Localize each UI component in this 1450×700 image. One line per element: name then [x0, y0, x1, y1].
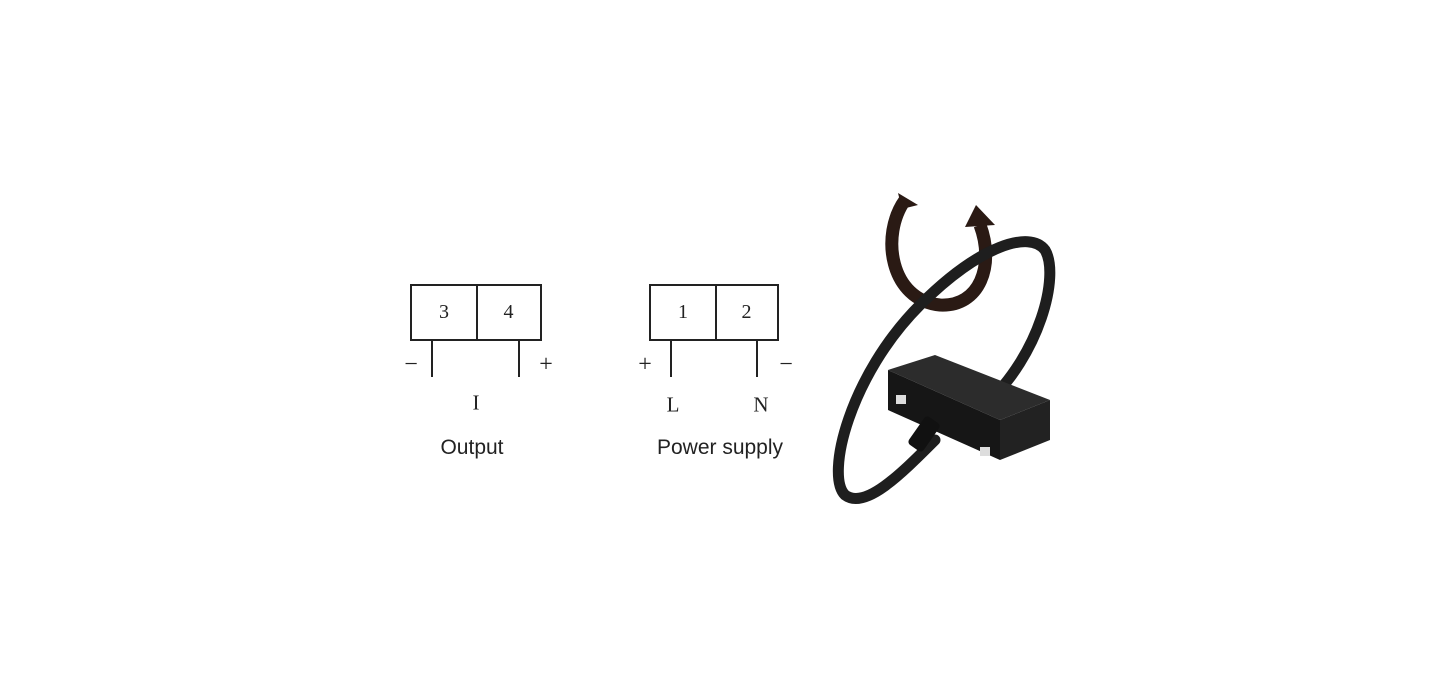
current-label: I — [472, 390, 480, 415]
minus-sign: − — [779, 351, 793, 378]
power-supply-caption: Power supply — [656, 436, 784, 459]
lead-positive — [518, 340, 520, 377]
neutral-label: N — [753, 392, 769, 417]
terminal-2: 2 — [741, 301, 752, 323]
connector-port — [980, 447, 990, 456]
minus-sign: − — [404, 351, 418, 378]
terminal-1: 1 — [651, 286, 717, 339]
plus-sign: + — [638, 351, 652, 378]
lead-neutral — [756, 340, 758, 377]
lead-line — [670, 340, 672, 377]
line-label: L — [666, 392, 680, 417]
output-terminal-block: 3 4 — [410, 284, 542, 341]
output-caption: Output — [440, 436, 504, 459]
sensor-cable-loop — [832, 236, 1056, 505]
rotation-arrow-icon — [885, 193, 995, 312]
lead-negative — [431, 340, 433, 377]
current-sensor-illustration — [832, 193, 1056, 505]
terminal-4: 4 — [503, 301, 514, 323]
sensor-housing — [888, 355, 1050, 460]
power-terminal-block: 1 2 — [649, 284, 779, 341]
connector-port — [896, 395, 906, 404]
terminal-3: 3 — [412, 286, 478, 339]
plus-sign: + — [539, 351, 553, 378]
